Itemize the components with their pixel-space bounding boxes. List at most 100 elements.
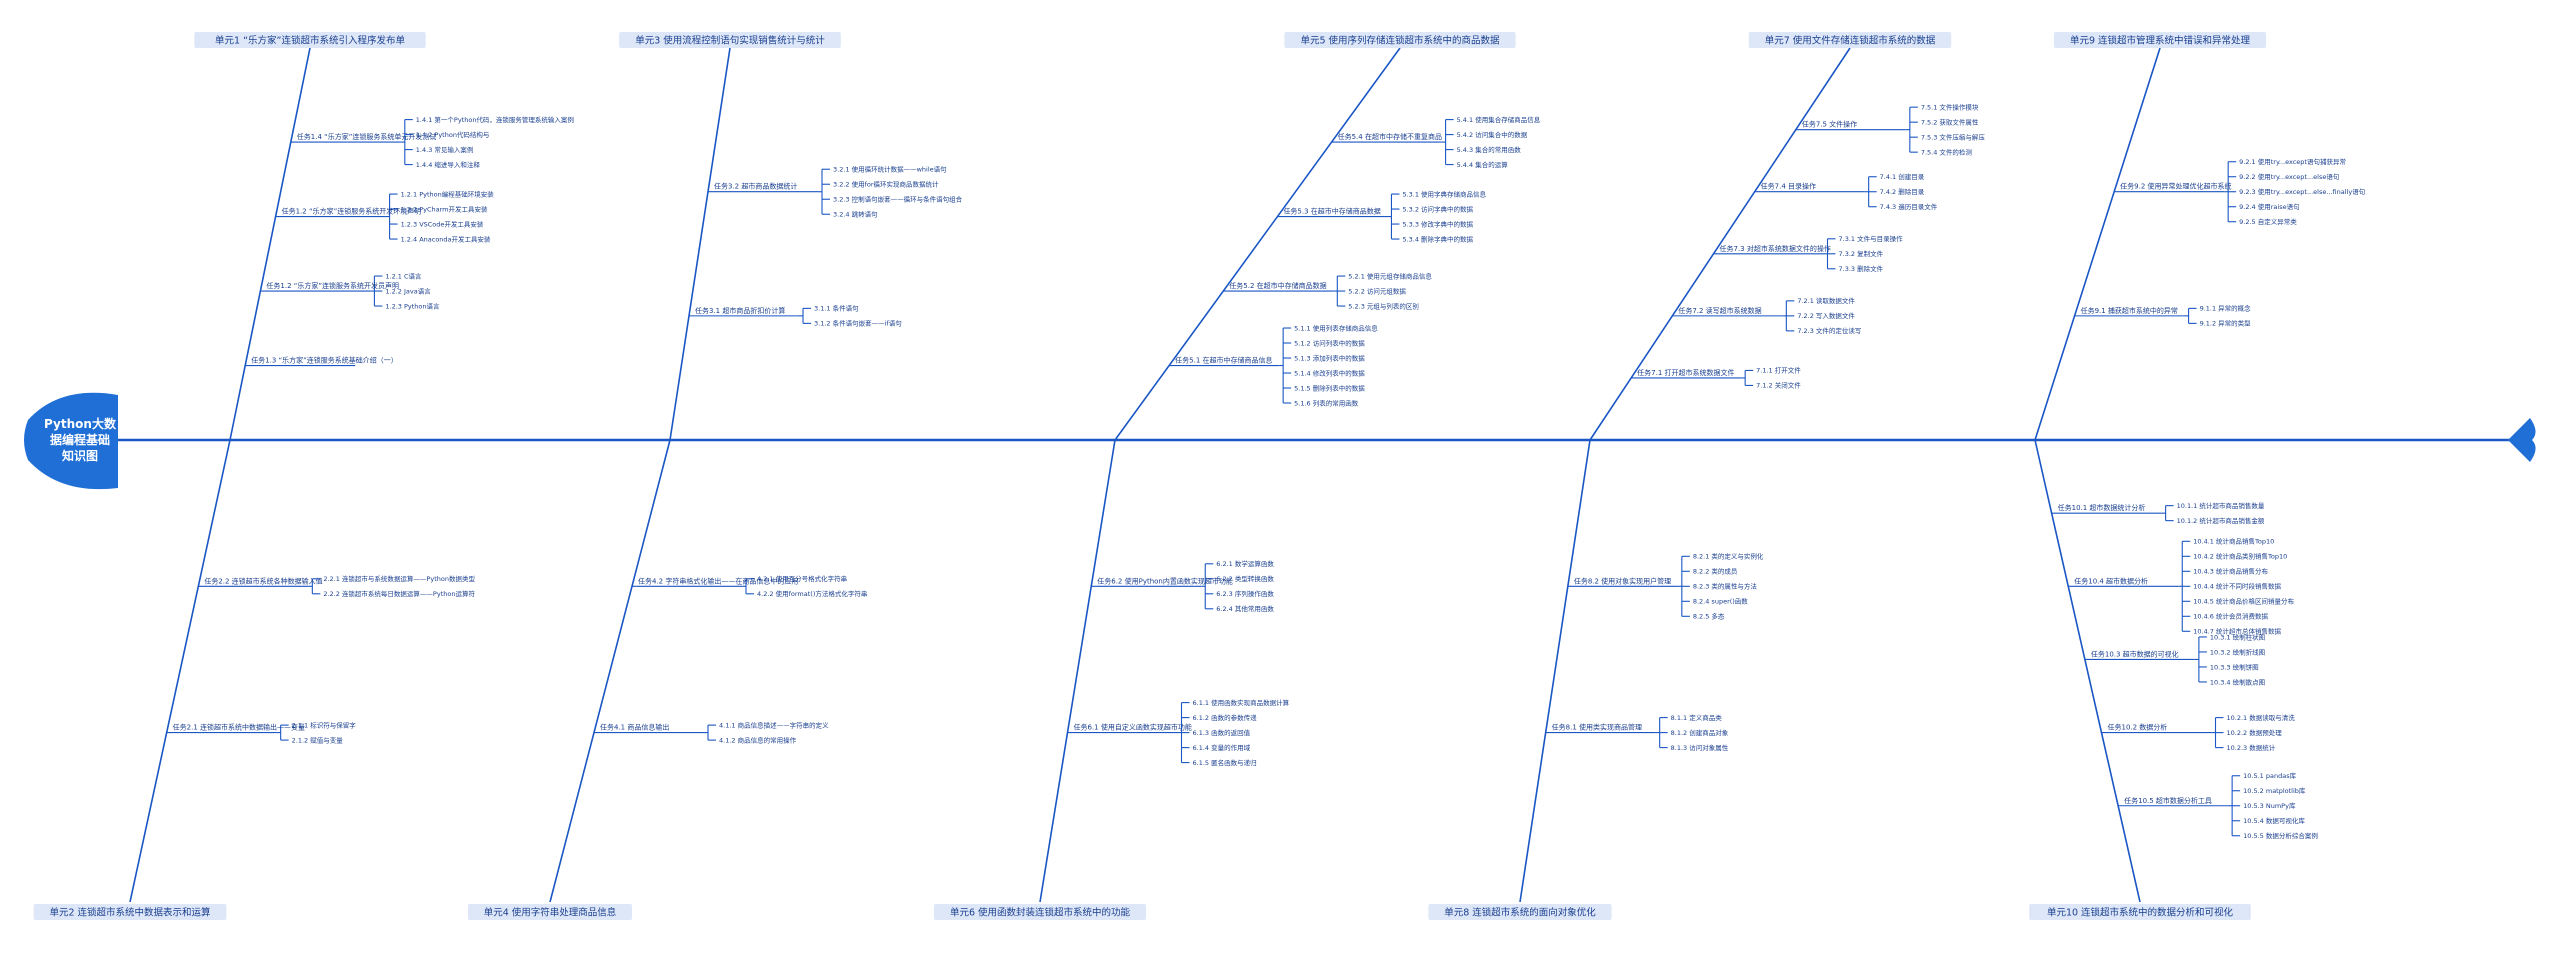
task-label: 任务7.5 文件操作 bbox=[1802, 120, 1857, 129]
sub-item-label: 3.2.2 使用for循环实现商品数据统计 bbox=[833, 180, 939, 189]
task-label: 任务10.5 超市数据分析工具 bbox=[2124, 796, 2212, 805]
task-label: 任务7.3 对超市系统数据文件的操作 bbox=[1720, 244, 1831, 253]
unit-label-6[interactable]: 单元6 使用函数封装连锁超市系统中的功能 bbox=[934, 904, 1146, 920]
sub-item-label: 3.2.4 跳转语句 bbox=[833, 210, 878, 219]
sub-item-label: 2.2.2 连锁超市系统每日数据运算——Python运算符 bbox=[323, 589, 475, 598]
unit-bone-3 bbox=[669, 47, 731, 441]
sub-item-label: 10.5.2 matplotlib库 bbox=[2243, 786, 2306, 795]
central-title-line-2: 据编程基础 bbox=[50, 432, 110, 447]
task-label: 任务7.4 目录操作 bbox=[1761, 182, 1816, 191]
sub-item-label: 10.5.3 NumPy库 bbox=[2243, 801, 2296, 810]
task-label: 任务10.4 超市数据分析 bbox=[2074, 576, 2148, 585]
sub-item-label: 5.2.2 访问元组数据 bbox=[1348, 286, 1406, 295]
sub-item-label: 3.2.3 控制语句嵌套——循环与条件语句组合 bbox=[833, 195, 963, 204]
task-label: 任务5.4 在超市中存储不重复商品 bbox=[1338, 132, 1442, 141]
sub-item-label: 10.3.1 绘制柱状图 bbox=[2210, 632, 2265, 641]
unit-bone-8 bbox=[1519, 439, 1591, 903]
sub-item-label: 5.1.4 修改列表中的数据 bbox=[1294, 368, 1365, 377]
sub-item-label: 6.1.5 匿名函数与递归 bbox=[1193, 758, 1257, 767]
unit-label-9[interactable]: 单元9 连锁超市管理系统中错误和异常处理 bbox=[2054, 32, 2266, 48]
sub-item-label: 8.1.3 访问对象属性 bbox=[1671, 743, 1729, 752]
sub-item-label: 1.2.3 Python语言 bbox=[385, 301, 440, 310]
unit-label-text: 单元3 使用流程控制语句实现销售统计与统计 bbox=[635, 35, 825, 47]
unit-label-7[interactable]: 单元7 使用文件存储连锁超市系统的数据 bbox=[1748, 32, 1952, 48]
sub-item-label: 7.4.1 创建目录 bbox=[1880, 172, 1925, 181]
task-label: 任务1.2 “乐方家”连锁服务系统开发员声明 bbox=[266, 281, 399, 290]
unit-label-box bbox=[2029, 904, 2251, 920]
sub-item-label: 5.1.1 使用列表存储商品信息 bbox=[1294, 323, 1378, 332]
unit-label-box bbox=[1428, 904, 1612, 920]
sub-item-label: 10.2.1 数据读取与清洗 bbox=[2227, 713, 2296, 722]
sub-item-label: 6.1.3 函数的返回值 bbox=[1193, 728, 1251, 737]
task-label: 任务9.2 使用异常处理优化超市系统 bbox=[2120, 182, 2231, 191]
unit-label-box bbox=[1284, 32, 1516, 48]
sub-item-label: 10.4.6 统计会员消费数据 bbox=[2193, 612, 2268, 621]
sub-item-label: 9.2.4 使用raise语句 bbox=[2239, 202, 2299, 211]
task-label: 任务1.4 “乐方家”连锁服务系统单元开发测试 bbox=[297, 132, 437, 141]
central-node[interactable]: Python大数 据编程基础 知识图 bbox=[24, 392, 118, 490]
sub-item-label: 1.4.1 第一个Python代码，连锁服务管理系统输入案例 bbox=[416, 115, 574, 124]
unit-label-5[interactable]: 单元5 使用序列存储连锁超市系统中的商品数据 bbox=[1284, 32, 1516, 48]
unit-bone-1 bbox=[229, 47, 311, 441]
sub-item-label: 10.3.2 绘制折线图 bbox=[2210, 647, 2265, 656]
task-label: 任务10.2 数据分析 bbox=[2108, 723, 2168, 732]
task-label: 任务6.1 使用自定义函数实现超市功能 bbox=[1074, 723, 1192, 732]
sub-item-label: 10.4.2 统计商品类别销售Top10 bbox=[2193, 552, 2287, 561]
sub-item-label: 10.1.2 统计超市商品销售金额 bbox=[2177, 516, 2265, 525]
sub-item-label: 7.5.4 文件的检测 bbox=[1921, 147, 1973, 156]
central-title-line-1: Python大数 bbox=[44, 416, 117, 431]
task-label: 任务3.1 超市商品折扣价计算 bbox=[695, 306, 785, 315]
unit-bone-10 bbox=[2034, 439, 2141, 903]
task-label: 任务5.2 在超市中存储商品数据 bbox=[1229, 281, 1326, 290]
sub-item-label: 7.4.3 遍历目录文件 bbox=[1880, 202, 1938, 211]
unit-label-4[interactable]: 单元4 使用字符串处理商品信息 bbox=[468, 904, 632, 920]
central-node-shape bbox=[24, 392, 118, 490]
unit-label-3[interactable]: 单元3 使用流程控制语句实现销售统计与统计 bbox=[619, 32, 841, 48]
sub-item-label: 6.1.4 变量的作用域 bbox=[1193, 743, 1251, 752]
sub-item-label: 7.3.1 文件与目录操作 bbox=[1839, 234, 1904, 243]
sub-item-label: 3.2.1 使用循环统计数据——while语句 bbox=[833, 165, 947, 174]
sub-item-label: 9.2.5 自定义异常类 bbox=[2239, 217, 2297, 226]
task-label: 任务9.1 捕获超市系统中的异常 bbox=[2081, 306, 2178, 315]
sub-item-label: 7.5.3 文件压缩与解压 bbox=[1921, 132, 1986, 141]
sub-item-label: 7.5.1 文件操作模块 bbox=[1921, 102, 1979, 111]
sub-item-label: 1.2.3 VSCode开发工具安装 bbox=[401, 219, 484, 228]
unit-bone-9 bbox=[2034, 47, 2161, 441]
sub-item-label: 10.1.1 统计超市商品销售数量 bbox=[2177, 501, 2265, 510]
sub-item-label: 5.4.2 访问集合中的数据 bbox=[1457, 130, 1528, 139]
sub-item-label: 8.2.2 类的成员 bbox=[1693, 567, 1738, 576]
sub-item-label: 10.4.3 统计商品销售分布 bbox=[2193, 567, 2268, 576]
sub-item-label: 7.3.2 复制文件 bbox=[1839, 249, 1884, 258]
task-label: 任务7.1 打开超市系统数据文件 bbox=[1637, 368, 1734, 377]
unit-label-text: 单元10 连锁超市系统中的数据分析和可视化 bbox=[2047, 907, 2234, 919]
diagram-lines bbox=[118, 47, 2510, 903]
unit-label-text: 单元7 使用文件存储连锁超市系统的数据 bbox=[1765, 35, 1936, 47]
sub-item-label: 10.5.5 数据分析综合案例 bbox=[2243, 831, 2318, 840]
unit-label-text: 单元9 连锁超市管理系统中错误和异常处理 bbox=[2070, 35, 2251, 47]
unit-bone-5 bbox=[1114, 47, 1401, 441]
sub-item-label: 3.1.1 条件语句 bbox=[814, 304, 859, 313]
sub-item-label: 10.4.7 统计超市总体销售数据 bbox=[2193, 627, 2281, 636]
unit-bone-4 bbox=[549, 439, 671, 903]
unit-label-2[interactable]: 单元2 连锁超市系统中数据表示和运算 bbox=[33, 904, 227, 920]
unit-bone-7 bbox=[1589, 47, 1851, 441]
task-label: 任务1.3 “乐方家”连锁服务系统基础介绍（一） bbox=[251, 356, 398, 365]
sub-item-label: 8.2.3 类的属性与方法 bbox=[1693, 582, 1758, 591]
unit-label-text: 单元8 连锁超市系统的面向对象优化 bbox=[1444, 907, 1596, 919]
sub-item-label: 5.1.5 删除列表中的数据 bbox=[1294, 383, 1365, 392]
task-label: 任务10.1 超市数据统计分析 bbox=[2058, 503, 2146, 512]
sub-item-label: 5.3.3 修改字典中的数据 bbox=[1402, 219, 1473, 228]
sub-item-label: 2.2.1 连锁超市与系统数据运算——Python数据类型 bbox=[323, 574, 475, 583]
sub-item-label: 10.3.4 绘制散点图 bbox=[2210, 677, 2265, 686]
sub-item-label: 4.1.2 商品信息的常用操作 bbox=[719, 735, 797, 744]
unit-label-1[interactable]: 单元1 “乐方家”连锁超市系统引入程序发布单 bbox=[194, 32, 426, 48]
unit-label-8[interactable]: 单元8 连锁超市系统的面向对象优化 bbox=[1428, 904, 1612, 920]
sub-item-label: 1.2.1 C语言 bbox=[385, 271, 422, 280]
sub-item-label: 4.2.1 使用百分号格式化字符串 bbox=[757, 574, 847, 583]
task-label: 任务6.2 使用Python内置函数实现超市功能 bbox=[1097, 576, 1233, 585]
unit-label-box bbox=[2054, 32, 2266, 48]
unit-label-10[interactable]: 单元10 连锁超市系统中的数据分析和可视化 bbox=[2029, 904, 2251, 920]
unit-label-text: 单元2 连锁超市系统中数据表示和运算 bbox=[49, 907, 210, 919]
task-label: 任务4.2 字符串格式化输出——在商品信息中的应用 bbox=[638, 576, 798, 585]
